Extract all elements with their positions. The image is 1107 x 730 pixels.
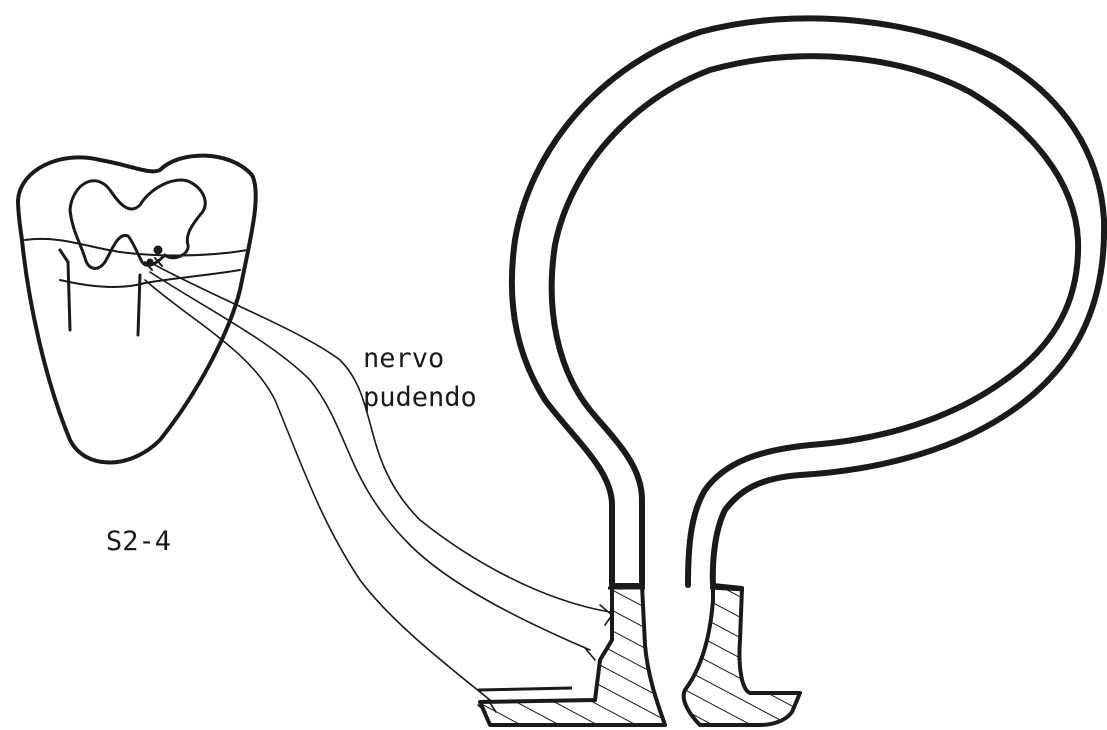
cord-band-line (25, 239, 248, 256)
bladder-inner-wall (552, 56, 1078, 585)
nerve-label-line-2: pudendo (363, 382, 477, 414)
sphincter-left (480, 585, 665, 725)
perineal-floor-left (478, 688, 572, 690)
bladder-outer-wall (512, 18, 1104, 585)
nerve-terminal-branches (478, 605, 612, 712)
anterior-root-left (60, 250, 70, 330)
spinal-cord-section (18, 156, 256, 463)
sphincter-top-right (710, 588, 744, 590)
nerve-label-line-1: nervo (363, 343, 444, 375)
onuf-nucleus (154, 246, 162, 254)
external-sphincter (478, 585, 800, 725)
spinal-segment-label: S2-4 (106, 526, 171, 558)
sphincter-right (684, 585, 800, 725)
bladder (512, 18, 1104, 585)
spinal-cord-outline (18, 156, 256, 463)
pudendal-nerve (145, 265, 612, 712)
